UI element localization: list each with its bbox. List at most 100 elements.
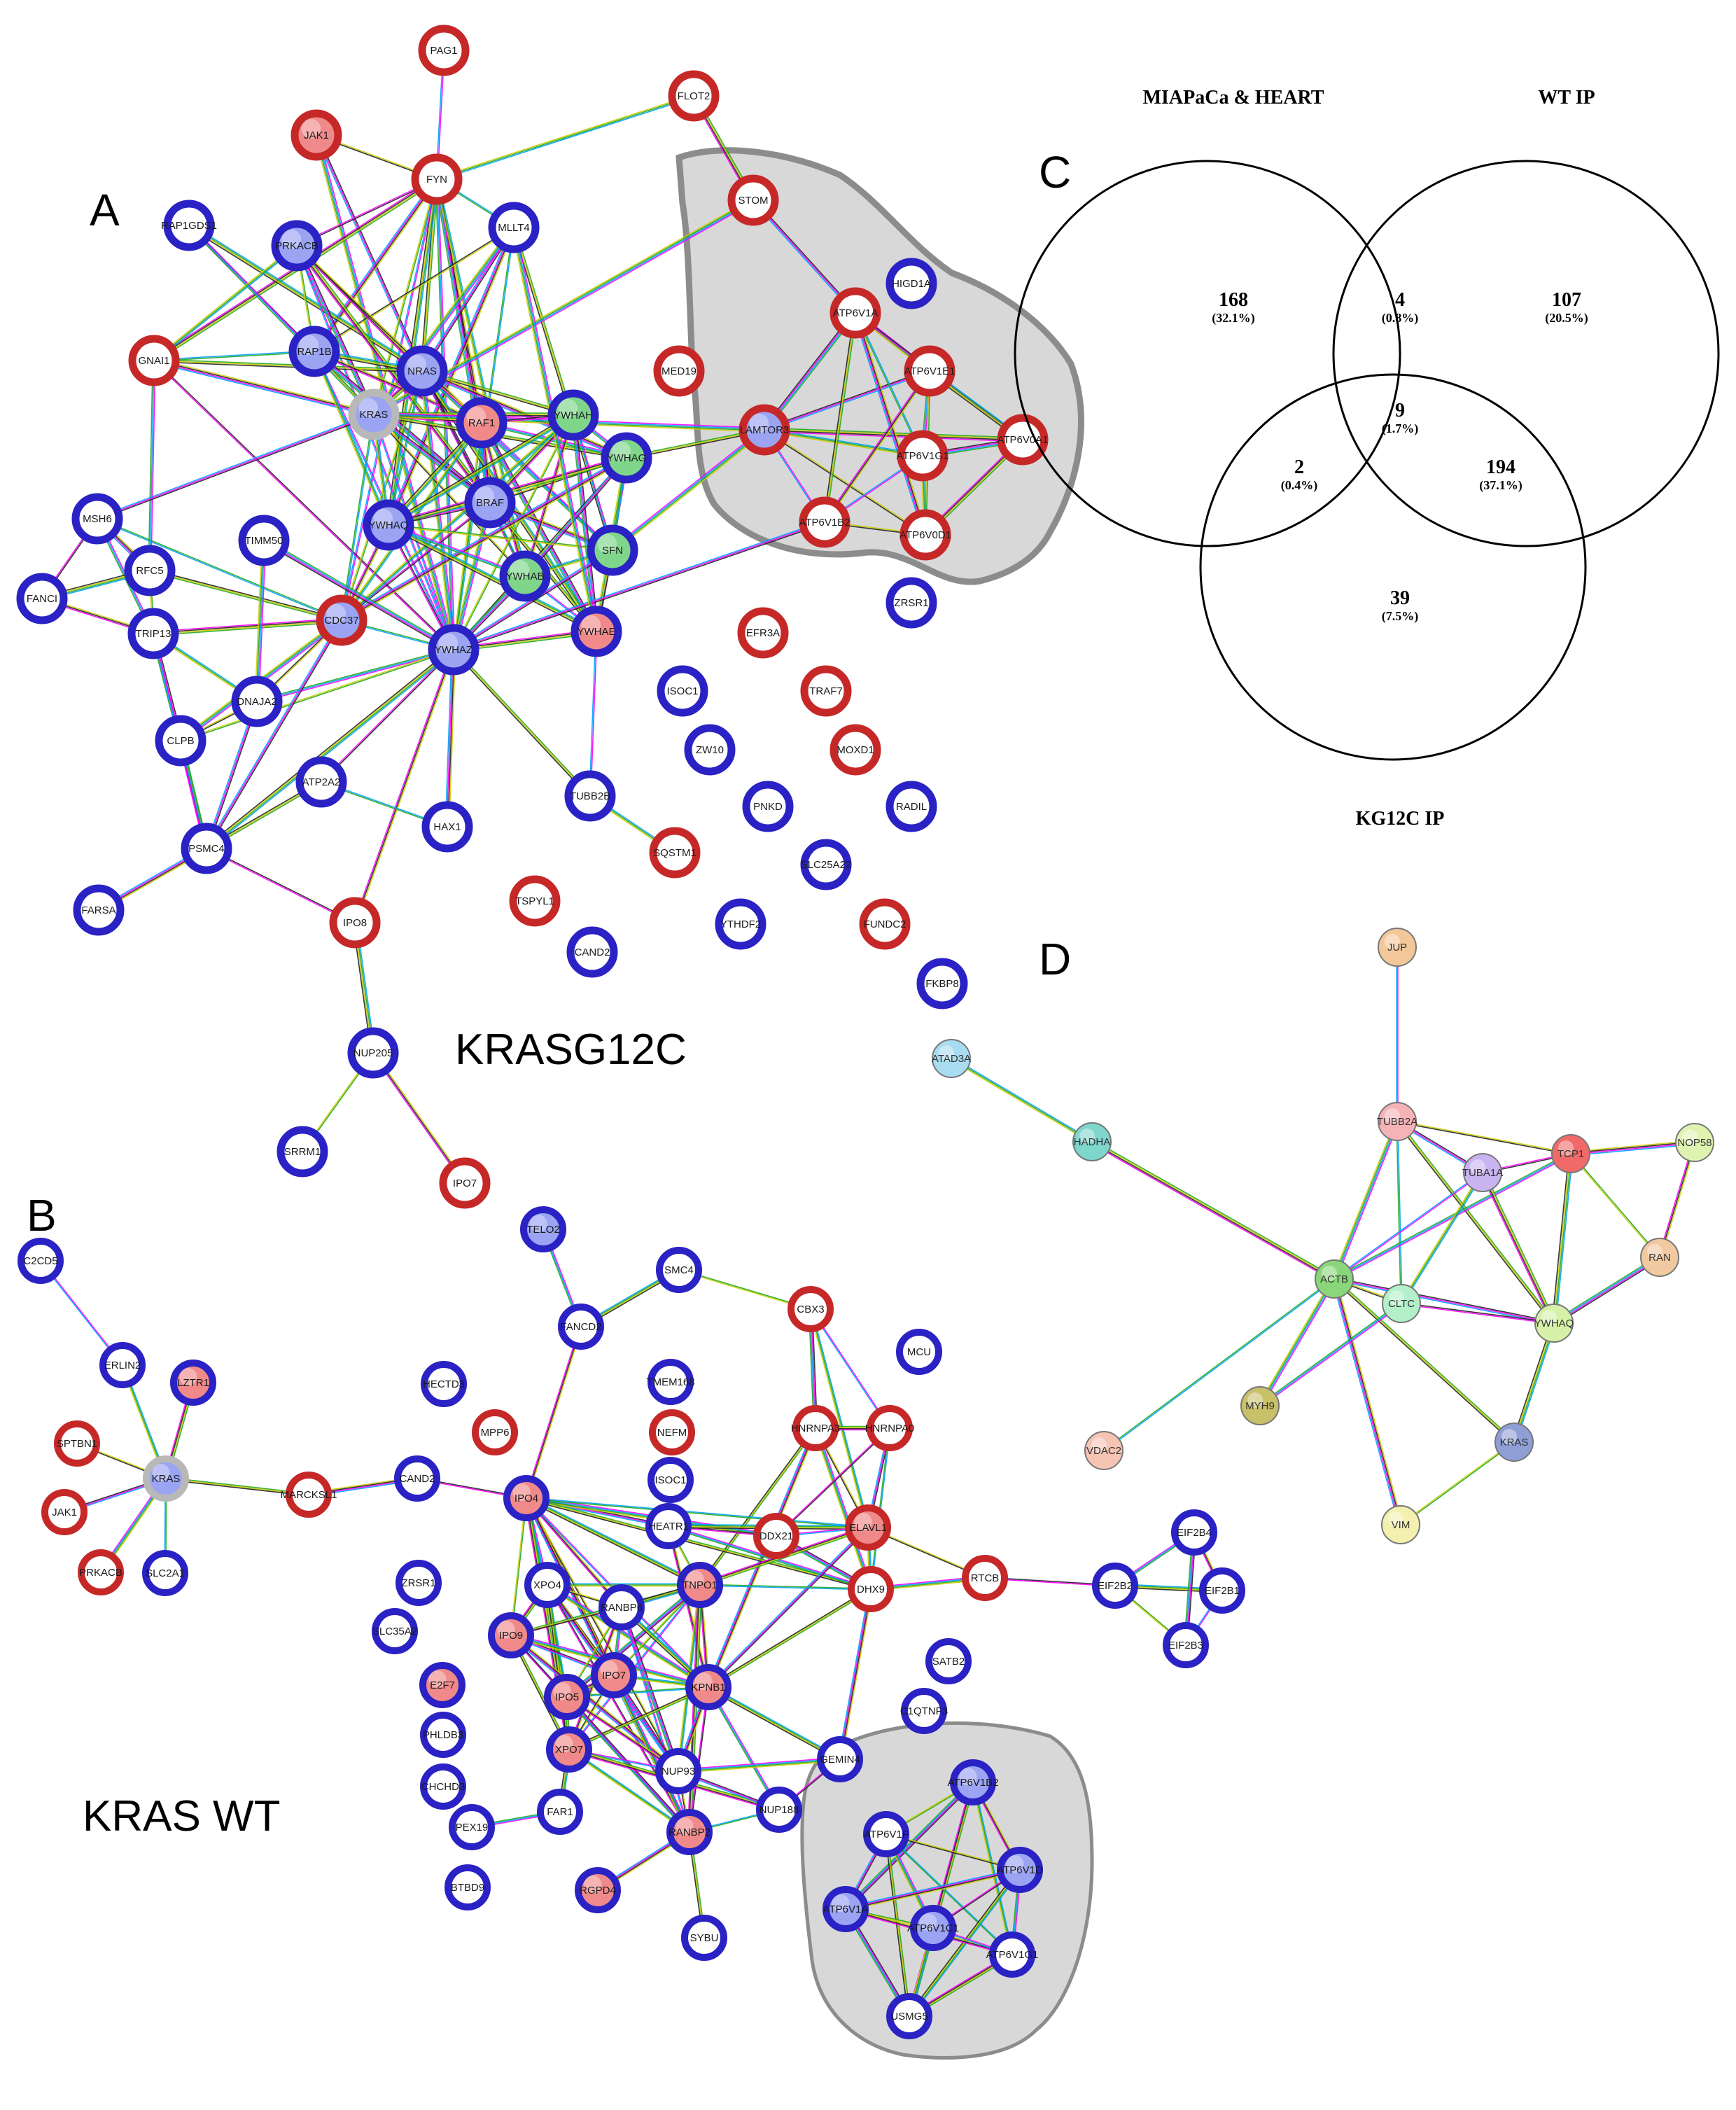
b-node-erlin2[interactable]: ERLIN2 [99, 1342, 146, 1388]
a-node-higd1a[interactable]: HIGD1A [886, 258, 937, 309]
b-node-tnpo1[interactable]: TNPO1 [677, 1562, 723, 1608]
a-node-psmc4[interactable]: PSMC4 [181, 823, 232, 874]
b-node-lztr1[interactable]: LZTR1 [170, 1360, 216, 1406]
a-node-atp2a2[interactable]: ATP2A2 [295, 756, 347, 808]
b-node-tmem168[interactable]: TMEM168 [646, 1359, 695, 1405]
a-node-cand2[interactable]: CAND2 [566, 926, 618, 978]
a-node-kras[interactable]: KRAS [348, 389, 400, 440]
b-node-nefm[interactable]: NEFM [649, 1409, 695, 1455]
a-node-isoc1[interactable]: ISOC1 [657, 665, 708, 717]
a-node-fanci[interactable]: FANCI [16, 573, 68, 624]
b-node-marcksl1[interactable]: MARCKSL1 [281, 1472, 337, 1518]
b-node-phldb3[interactable]: PHLDB3 [420, 1712, 466, 1758]
b-node-isoc1[interactable]: ISOC1 [648, 1457, 694, 1503]
a-node-raf1[interactable]: RAF1 [456, 397, 507, 449]
b-node-smc4[interactable]: SMC4 [656, 1247, 702, 1293]
b-node-atp6v1g1[interactable]: ATP6V1G1 [986, 1931, 1039, 1978]
a-node-cdc37[interactable]: CDC37 [316, 594, 368, 646]
a-node-braf[interactable]: BRAF [464, 477, 516, 529]
a-node-radil[interactable]: RADIL [886, 781, 937, 832]
b-node-c1qtnf3[interactable]: C1QTNF3 [900, 1688, 948, 1734]
a-node-atp6v1e1[interactable]: ATP6V1E1 [904, 345, 955, 397]
d-node-atad3a[interactable]: ATAD3A [932, 1039, 971, 1078]
a-node-ythdf2[interactable]: YTHDF2 [715, 898, 766, 950]
a-node-trip13[interactable]: TRIP13 [127, 608, 179, 659]
d-node-vdac2[interactable]: VDAC2 [1084, 1431, 1124, 1470]
a-node-fyn[interactable]: FYN [411, 153, 463, 205]
b-node-nup188[interactable]: NUP188 [756, 1787, 802, 1833]
a-node-prkacb[interactable]: PRKACB [271, 220, 323, 272]
b-node-ranbp6[interactable]: RANBP6 [598, 1584, 645, 1630]
a-node-srrm1[interactable]: SRRM1 [276, 1126, 328, 1178]
a-node-ipo7[interactable]: IPO7 [439, 1157, 491, 1209]
a-node-jak1[interactable]: JAK1 [290, 109, 342, 161]
d-node-vim[interactable]: VIM [1381, 1505, 1420, 1544]
a-node-mllt4[interactable]: MLLT4 [488, 202, 540, 253]
a-node-hax1[interactable]: HAX1 [421, 801, 473, 853]
d-node-jup[interactable]: JUP [1378, 928, 1417, 967]
b-node-atp6v1b2[interactable]: ATP6V1B2 [947, 1759, 999, 1805]
b-node-mpp6[interactable]: MPP6 [472, 1409, 518, 1455]
b-node-dhx9[interactable]: DHX9 [848, 1566, 894, 1612]
a-node-pnkd[interactable]: PNKD [742, 781, 794, 832]
a-node-msh6[interactable]: MSH6 [71, 493, 123, 545]
a-node-stom[interactable]: STOM [727, 174, 779, 226]
b-node-atp6v1d[interactable]: ATP6V1D [997, 1847, 1043, 1893]
b-node-jak1[interactable]: JAK1 [41, 1489, 88, 1535]
b-node-hnrnpa0[interactable]: HNRNPA0 [865, 1405, 915, 1451]
a-node-ywhae[interactable]: YWHAE [570, 606, 622, 657]
b-node-xpo4[interactable]: XPO4 [524, 1562, 570, 1608]
a-node-timm50[interactable]: TIMM50 [238, 515, 290, 566]
d-node-tuba1a[interactable]: TUBA1A [1462, 1153, 1503, 1192]
b-node-ddx21[interactable]: DDX21 [753, 1513, 799, 1559]
b-node-e2f7[interactable]: E2F7 [419, 1662, 465, 1708]
b-node-c2cd5[interactable]: C2CD5 [18, 1238, 64, 1284]
a-node-ywhaz[interactable]: YWHAZ [428, 624, 479, 676]
b-node-mcu[interactable]: MCU [896, 1329, 942, 1375]
b-node-btbd9[interactable]: BTBD9 [444, 1864, 491, 1910]
b-node-sptbn1[interactable]: SPTBN1 [54, 1420, 100, 1467]
b-node-atp6v1f[interactable]: ATP6V1F [863, 1811, 909, 1857]
b-node-eif2b3[interactable]: EIF2B3 [1163, 1622, 1209, 1668]
b-node-kpnb1[interactable]: KPNB1 [685, 1664, 732, 1710]
b-node-ipo4[interactable]: IPO4 [503, 1475, 550, 1521]
a-node-flot2[interactable]: FLOT2 [668, 70, 720, 122]
b-node-rtcb[interactable]: RTCB [962, 1555, 1008, 1601]
a-node-farsa[interactable]: FARSA [73, 884, 125, 936]
a-node-sfn[interactable]: SFN [587, 524, 638, 576]
a-node-tspyl1[interactable]: TSPYL1 [509, 875, 561, 927]
b-node-nup93[interactable]: NUP93 [655, 1748, 701, 1794]
b-node-far1[interactable]: FAR1 [537, 1789, 583, 1835]
a-node-fkbp8[interactable]: FKBP8 [916, 958, 968, 1009]
a-node-zrsr1[interactable]: ZRSR1 [886, 577, 937, 629]
b-node-hectd3[interactable]: HECTD3 [421, 1361, 467, 1407]
b-node-slc35a2[interactable]: SLC35A2 [372, 1608, 418, 1654]
b-node-atp6v1c1[interactable]: ATP6V1C1 [907, 1905, 959, 1951]
a-node-ywhag[interactable]: YWHAG [601, 432, 652, 484]
b-node-telo2[interactable]: TELO2 [520, 1206, 566, 1252]
b-node-heatr1[interactable]: HEATR1 [645, 1503, 692, 1549]
b-node-eif2b2[interactable]: EIF2B2 [1092, 1563, 1138, 1609]
a-node-rfc5[interactable]: RFC5 [124, 545, 176, 596]
a-node-sqstm1[interactable]: SQSTM1 [649, 827, 701, 879]
b-node-prkacb[interactable]: PRKACB [78, 1549, 124, 1595]
a-node-ywhab[interactable]: YWHAB [499, 550, 551, 602]
a-node-rap1b[interactable]: RAP1B [288, 326, 340, 377]
a-node-ipo8[interactable]: IPO8 [329, 897, 381, 949]
a-node-lamtor3[interactable]: LAMTOR3 [738, 404, 790, 456]
b-node-elavl1[interactable]: ELAVL1 [845, 1504, 891, 1551]
a-node-moxd1[interactable]: MOXD1 [830, 724, 881, 776]
a-node-nup205[interactable]: NUP205 [347, 1027, 399, 1079]
b-node-ipo7[interactable]: IPO7 [591, 1652, 637, 1698]
a-node-atp6v0d1[interactable]: ATP6V0D1 [899, 509, 951, 561]
a-node-gnai1[interactable]: GNAI1 [128, 335, 180, 386]
b-node-xpo7[interactable]: XPO7 [546, 1726, 592, 1773]
d-node-nop58[interactable]: NOP58 [1675, 1123, 1714, 1162]
b-node-eif2b1[interactable]: EIF2B1 [1199, 1567, 1245, 1614]
d-node-ywhaq[interactable]: YWHAQ [1534, 1304, 1574, 1343]
d-node-actb[interactable]: ACTB [1315, 1259, 1354, 1299]
a-node-ywhaq[interactable]: YWHAQ [363, 499, 414, 551]
b-node-fancd2[interactable]: FANCD2 [558, 1304, 604, 1350]
b-node-pex19[interactable]: PEX19 [449, 1804, 495, 1850]
a-node-pag1[interactable]: PAG1 [418, 25, 470, 76]
